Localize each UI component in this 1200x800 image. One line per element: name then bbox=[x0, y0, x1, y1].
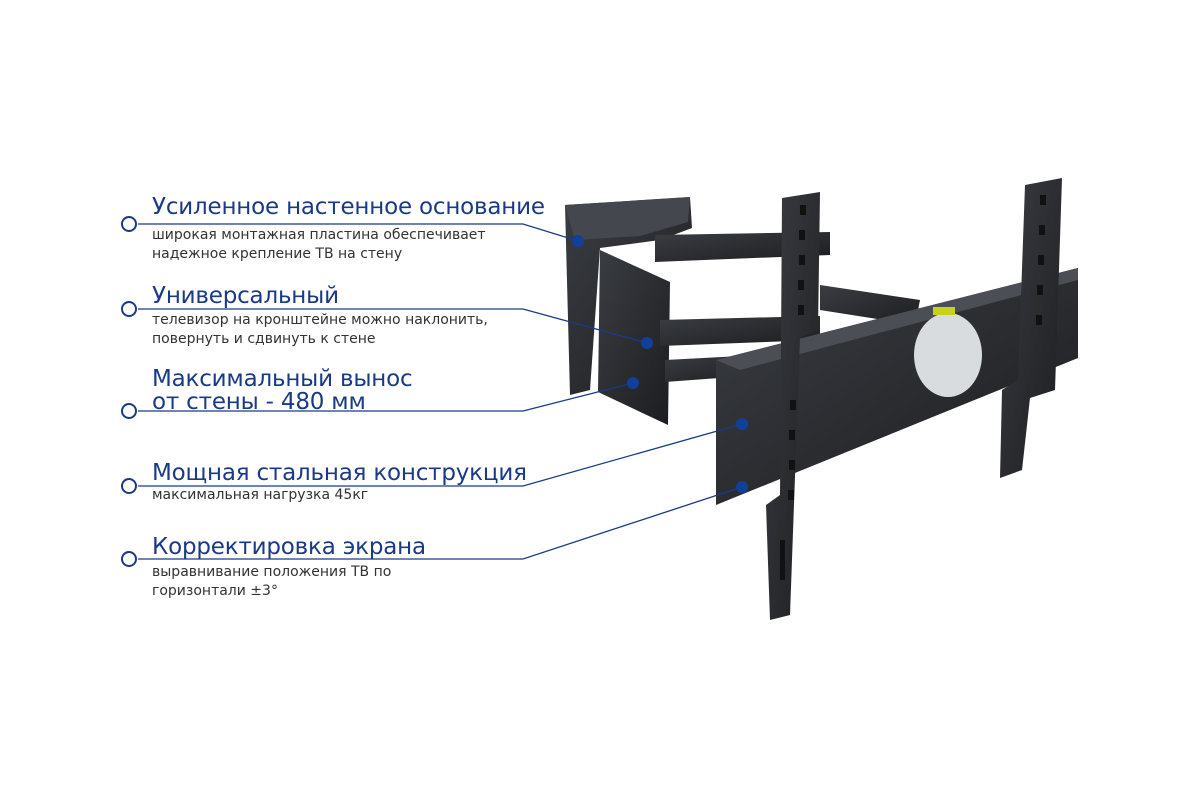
feature-desc-line: широкая монтажная пластина обеспечивает bbox=[152, 227, 486, 243]
feature-desc-line: максимальная нагрузка 45кг bbox=[152, 487, 369, 503]
feature-desc-line: надежное крепление ТВ на стену bbox=[152, 246, 403, 262]
feature-title-max-extension: Максимальный вынос bbox=[152, 366, 413, 392]
feature-title-wall-base: Усиленное настенное основание bbox=[152, 194, 545, 220]
feature-desc-line: горизонтали ±3° bbox=[152, 583, 278, 599]
feature-title-universal: Универсальный bbox=[152, 283, 339, 309]
feature-desc-line: телевизор на кронштейне можно наклонить, bbox=[152, 312, 488, 328]
wall-plate bbox=[565, 197, 692, 395]
feature-title-steel: Мощная стальная конструкция bbox=[152, 460, 527, 486]
tv-rail bbox=[716, 268, 1078, 505]
feature-desc-line: выравнивание положения ТВ по bbox=[152, 564, 392, 580]
logo-disc bbox=[914, 313, 982, 397]
feature-title-max-extension-line2: от стены - 480 мм bbox=[152, 389, 366, 415]
feature-title-screen-correction: Корректировка экрана bbox=[152, 534, 426, 560]
vertical-bracket-left bbox=[766, 192, 820, 620]
vertical-bracket-right bbox=[1000, 178, 1062, 478]
level-indicator bbox=[933, 307, 955, 315]
callout-lines bbox=[121, 216, 748, 567]
feature-desc-line: повернуть и сдвинуть к стене bbox=[152, 331, 376, 347]
